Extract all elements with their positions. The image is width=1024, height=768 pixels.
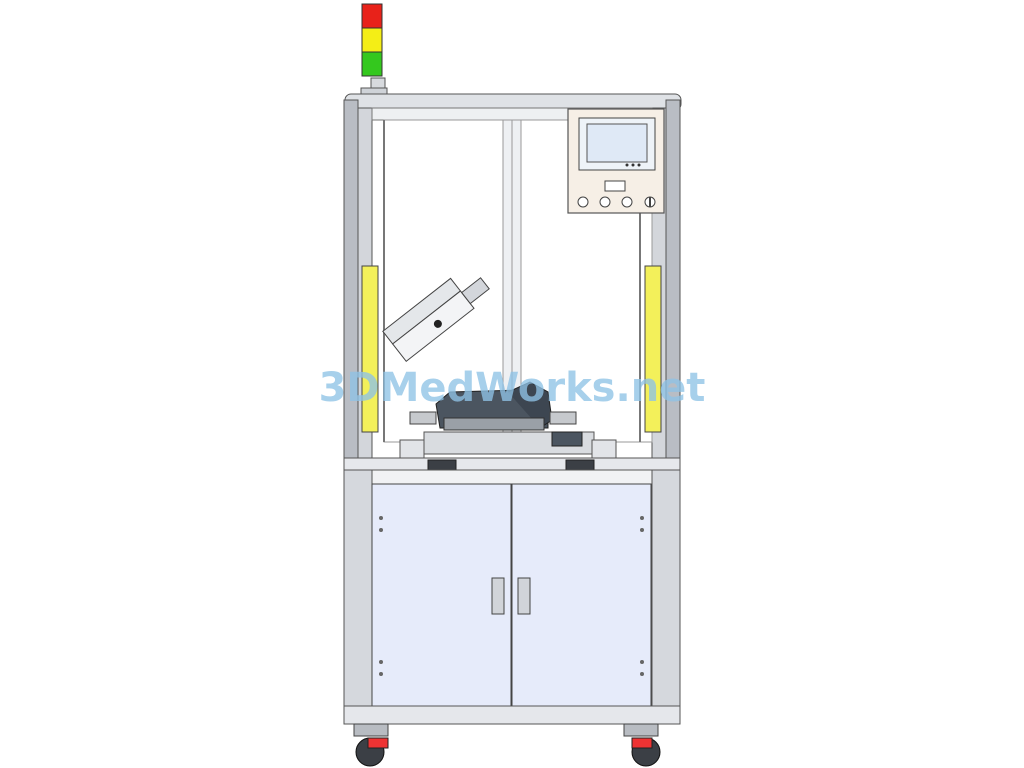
caster-brake-right [631, 737, 653, 749]
stack-light-green [361, 51, 383, 77]
table-top [343, 457, 681, 471]
valve-block [551, 431, 583, 447]
casters [353, 723, 661, 767]
control-button [599, 196, 611, 208]
hmi-screen [586, 123, 648, 163]
cabinet-right-post [651, 469, 681, 719]
hinge [379, 660, 383, 664]
left-outer-post [343, 99, 359, 471]
hinge [640, 528, 644, 532]
counter-display [604, 180, 626, 192]
hmi-led [631, 163, 635, 167]
cabinet-door-left [371, 483, 512, 707]
hmi-control-box [567, 108, 665, 214]
caster-mount-left [353, 723, 389, 737]
cabinet [343, 469, 681, 725]
light-curtain-right [644, 265, 662, 433]
fixture-plate [443, 417, 545, 431]
cabinet-door-right [511, 483, 652, 707]
door-handle-right [517, 577, 531, 615]
control-button [621, 196, 633, 208]
hinge [640, 516, 644, 520]
right-outer-post [665, 99, 681, 471]
actuator-sensor [433, 319, 442, 328]
hinge [640, 660, 644, 664]
stack-light-yellow [361, 27, 383, 53]
clamp-left [409, 411, 437, 425]
hinge [379, 672, 383, 676]
fixture [399, 381, 617, 459]
hinge [379, 528, 383, 532]
caster-brake-left [367, 737, 389, 749]
cabinet-left-post [343, 469, 373, 719]
stack-light-red [361, 3, 383, 29]
product-cover [507, 381, 553, 429]
light-curtain-left [361, 265, 379, 433]
hmi-led [625, 163, 629, 167]
press-actuator [382, 277, 490, 362]
control-button [577, 196, 589, 208]
stack-light [360, 3, 388, 97]
safety-light-curtain [361, 265, 662, 433]
caster-mount-right [623, 723, 659, 737]
hmi-led [637, 163, 641, 167]
hinge [640, 672, 644, 676]
door-handle-left [491, 577, 505, 615]
side-block-right [591, 439, 617, 459]
clamp-right [549, 411, 577, 425]
actuator-head [460, 277, 490, 305]
side-block-left [399, 439, 425, 459]
hinge [379, 516, 383, 520]
cabinet-base-rail [343, 705, 681, 725]
